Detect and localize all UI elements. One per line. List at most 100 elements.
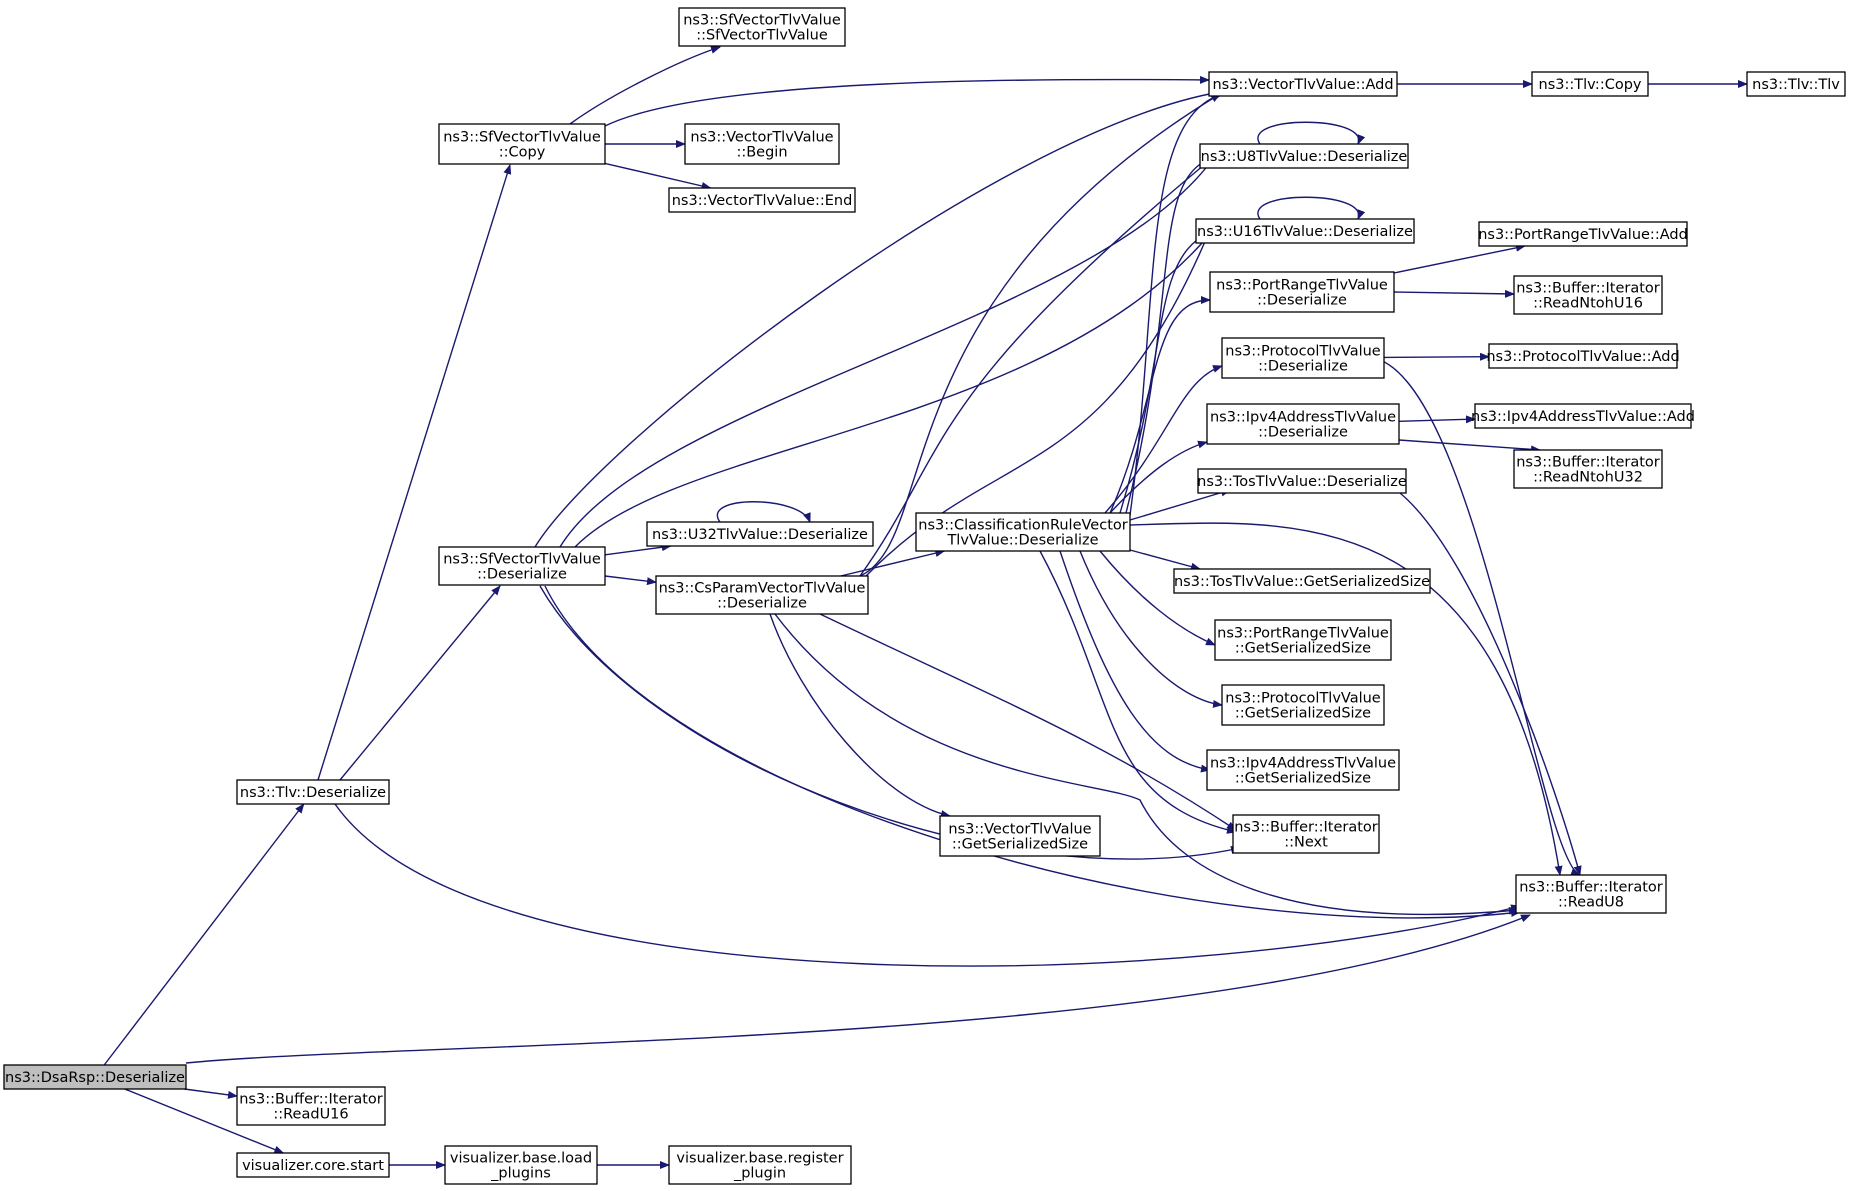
node-label-line: ::Deserialize (717, 596, 807, 612)
node-ntohu32[interactable]: ns3::Buffer::Iterator::ReadNtohU32 (1513, 449, 1663, 489)
node-box (236, 779, 390, 805)
edge-cs_deser-to-u8_deser (859, 159, 1211, 577)
node-readu16[interactable]: ns3::Buffer::Iterator::ReadU16 (236, 1086, 386, 1126)
node-u32_deser[interactable]: ns3::U32TlvValue::Deserialize (646, 521, 874, 547)
node-label-line: ns3::Buffer::Iterator (1519, 880, 1663, 896)
node-label-line: ns3::VectorTlvValue::End (672, 193, 853, 209)
node-box (1232, 814, 1380, 854)
edge-cs_deser-to-readu8 (774, 613, 1519, 916)
node-label-line: _plugins (490, 1166, 551, 1182)
node-ipv4_add[interactable]: ns3::Ipv4AddressTlvValue::Add (1471, 403, 1695, 429)
node-label-line: ns3::ClassificationRuleVector (918, 518, 1127, 534)
node-sf_copy[interactable]: ns3::SfVectorTlvValue::Copy (438, 123, 606, 165)
node-label-line: ns3::ProtocolTlvValue (1225, 691, 1381, 707)
edge-sf_deser-to-cs_deser (604, 575, 657, 586)
node-label-line: ns3::Tlv::Copy (1539, 77, 1642, 93)
node-box (438, 123, 606, 165)
node-vt_end[interactable]: ns3::VectorTlvValue::End (668, 187, 856, 213)
edge-tos_deser-to-readu8 (1399, 492, 1582, 876)
node-box (1173, 568, 1431, 594)
edge-cr_deser-to-next (1039, 550, 1237, 834)
node-label-line: ::Deserialize (477, 567, 567, 583)
node-label-line: ns3::Ipv4AddressTlvValue::Add (1471, 409, 1695, 425)
node-load_plugins[interactable]: visualizer.base.load_plugins (444, 1145, 598, 1185)
node-u8_deser[interactable]: ns3::U8TlvValue::Deserialize (1199, 143, 1409, 169)
node-cr_deser[interactable]: ns3::ClassificationRuleVectorTlvValue::D… (915, 512, 1131, 552)
node-cs_deser[interactable]: ns3::CsParamVectorTlvValue::Deserialize (655, 575, 869, 615)
node-label-line: ns3::Buffer::Iterator (239, 1092, 383, 1108)
node-label-line: ::ReadNtohU32 (1533, 470, 1643, 486)
node-box (1515, 874, 1667, 914)
edge-u32_deser-to-u32_deser (716, 501, 811, 523)
node-ipv4_deser[interactable]: ns3::Ipv4AddressTlvValue::Deserialize (1206, 403, 1400, 445)
edge-sf_deser-to-u8_deser (559, 155, 1216, 548)
node-label-line: ::GetSerializedSize (1235, 771, 1371, 787)
edge-cr_deser-to-readu8 (1129, 522, 1563, 876)
node-readu8[interactable]: ns3::Buffer::Iterator::ReadU8 (1515, 874, 1667, 914)
edge-pr_deser-to-ntohu16 (1393, 289, 1515, 298)
node-tlv_ctor[interactable]: ns3::Tlv::Tlv (1746, 71, 1846, 97)
node-box (1221, 684, 1385, 726)
node-label-line: ns3::PortRangeTlvValue (1216, 278, 1388, 294)
node-label-line: ns3::Tlv::Tlv (1752, 77, 1840, 93)
node-box (1221, 337, 1385, 379)
node-proto_add[interactable]: ns3::ProtocolTlvValue::Add (1486, 343, 1680, 369)
node-ipv4_size[interactable]: ns3::Ipv4AddressTlvValue::GetSerializedS… (1206, 749, 1400, 791)
node-pr_add[interactable]: ns3::PortRangeTlvValue::Add (1478, 221, 1688, 247)
node-box (678, 7, 846, 47)
node-vt_begin[interactable]: ns3::VectorTlvValue::Begin (684, 123, 840, 165)
edge-cr_deser-to-ipv4_size (1059, 550, 1211, 773)
edge-sf_deser-to-next (539, 585, 1241, 860)
node-pr_deser[interactable]: ns3::PortRangeTlvValue::Deserialize (1209, 271, 1395, 313)
edge-cr_deser-to-proto_deser (1104, 365, 1223, 514)
node-next[interactable]: ns3::Buffer::Iterator::Next (1232, 814, 1380, 854)
nodes-layer: ns3::DsaRsp::Deserialize ns3::Tlv::Deseri… (3, 7, 1846, 1185)
node-u16_deser[interactable]: ns3::U16TlvValue::Deserialize (1195, 218, 1415, 244)
edge-cs_deser-to-vt_getsize (769, 613, 951, 818)
node-tlv_copy[interactable]: ns3::Tlv::Copy (1531, 71, 1649, 97)
node-box (1478, 221, 1688, 247)
node-label-line: ns3::U8TlvValue::Deserialize (1201, 149, 1408, 165)
node-box (438, 546, 606, 586)
node-sf_ctor[interactable]: ns3::SfVectorTlvValue::SfVectorTlvValue (678, 7, 846, 47)
node-label-line: ns3::U16TlvValue::Deserialize (1197, 224, 1413, 240)
node-label-line: ns3::CsParamVectorTlvValue (659, 581, 866, 597)
edge-cs_deser-to-cr_deser (840, 549, 946, 577)
node-box (3, 1064, 187, 1090)
node-vt_getsize[interactable]: ns3::VectorTlvValue::GetSerializedSize (939, 815, 1101, 857)
node-ntohu16[interactable]: ns3::Buffer::Iterator::ReadNtohU16 (1513, 275, 1663, 315)
node-box (1206, 403, 1400, 445)
node-box (668, 1145, 852, 1185)
node-proto_size[interactable]: ns3::ProtocolTlvValue::GetSerializedSize (1221, 684, 1385, 726)
node-box (1197, 468, 1407, 494)
node-box (1488, 343, 1678, 369)
node-reg_plugin[interactable]: visualizer.base.register_plugin (668, 1145, 852, 1185)
node-proto_deser[interactable]: ns3::ProtocolTlvValue::Deserialize (1221, 337, 1385, 379)
node-box (655, 575, 869, 615)
node-tos_size[interactable]: ns3::TosTlvValue::GetSerializedSize (1173, 568, 1431, 594)
node-box (939, 815, 1101, 857)
node-box (1474, 403, 1692, 429)
node-pr_size[interactable]: ns3::PortRangeTlvValue::GetSerializedSiz… (1214, 619, 1392, 661)
node-label-line: ns3::VectorTlvValue (948, 822, 1091, 838)
node-box (1746, 71, 1846, 97)
edge-sf_copy-to-sf_ctor (569, 45, 721, 125)
node-sf_deser[interactable]: ns3::SfVectorTlvValue::Deserialize (438, 546, 606, 586)
edge-tlv_deser-to-sf_deser (339, 585, 501, 781)
node-box (1209, 271, 1395, 313)
node-label-line: ns3::SfVectorTlvValue (443, 552, 601, 568)
node-label-line: ::ReadNtohU16 (1533, 296, 1643, 312)
node-label-line: visualizer.base.load (450, 1151, 592, 1167)
node-vt_add[interactable]: ns3::VectorTlvValue::Add (1208, 71, 1398, 97)
node-tlv_deser[interactable]: ns3::Tlv::Deserialize (236, 779, 390, 805)
edge-cr_deser-to-tos_deser (1129, 488, 1231, 521)
node-viz_start[interactable]: visualizer.core.start (236, 1152, 390, 1178)
node-box (236, 1086, 386, 1126)
node-label-line: ns3::Tlv::Deserialize (240, 785, 386, 801)
edge-cr_deser-to-u16_deser (1119, 231, 1211, 514)
node-dsarsp[interactable]: ns3::DsaRsp::Deserialize (3, 1064, 187, 1090)
node-label-line: _plugin (733, 1166, 786, 1182)
node-label-line: visualizer.core.start (242, 1158, 384, 1174)
node-tos_deser[interactable]: ns3::TosTlvValue::Deserialize (1197, 468, 1407, 494)
node-box (915, 512, 1131, 552)
